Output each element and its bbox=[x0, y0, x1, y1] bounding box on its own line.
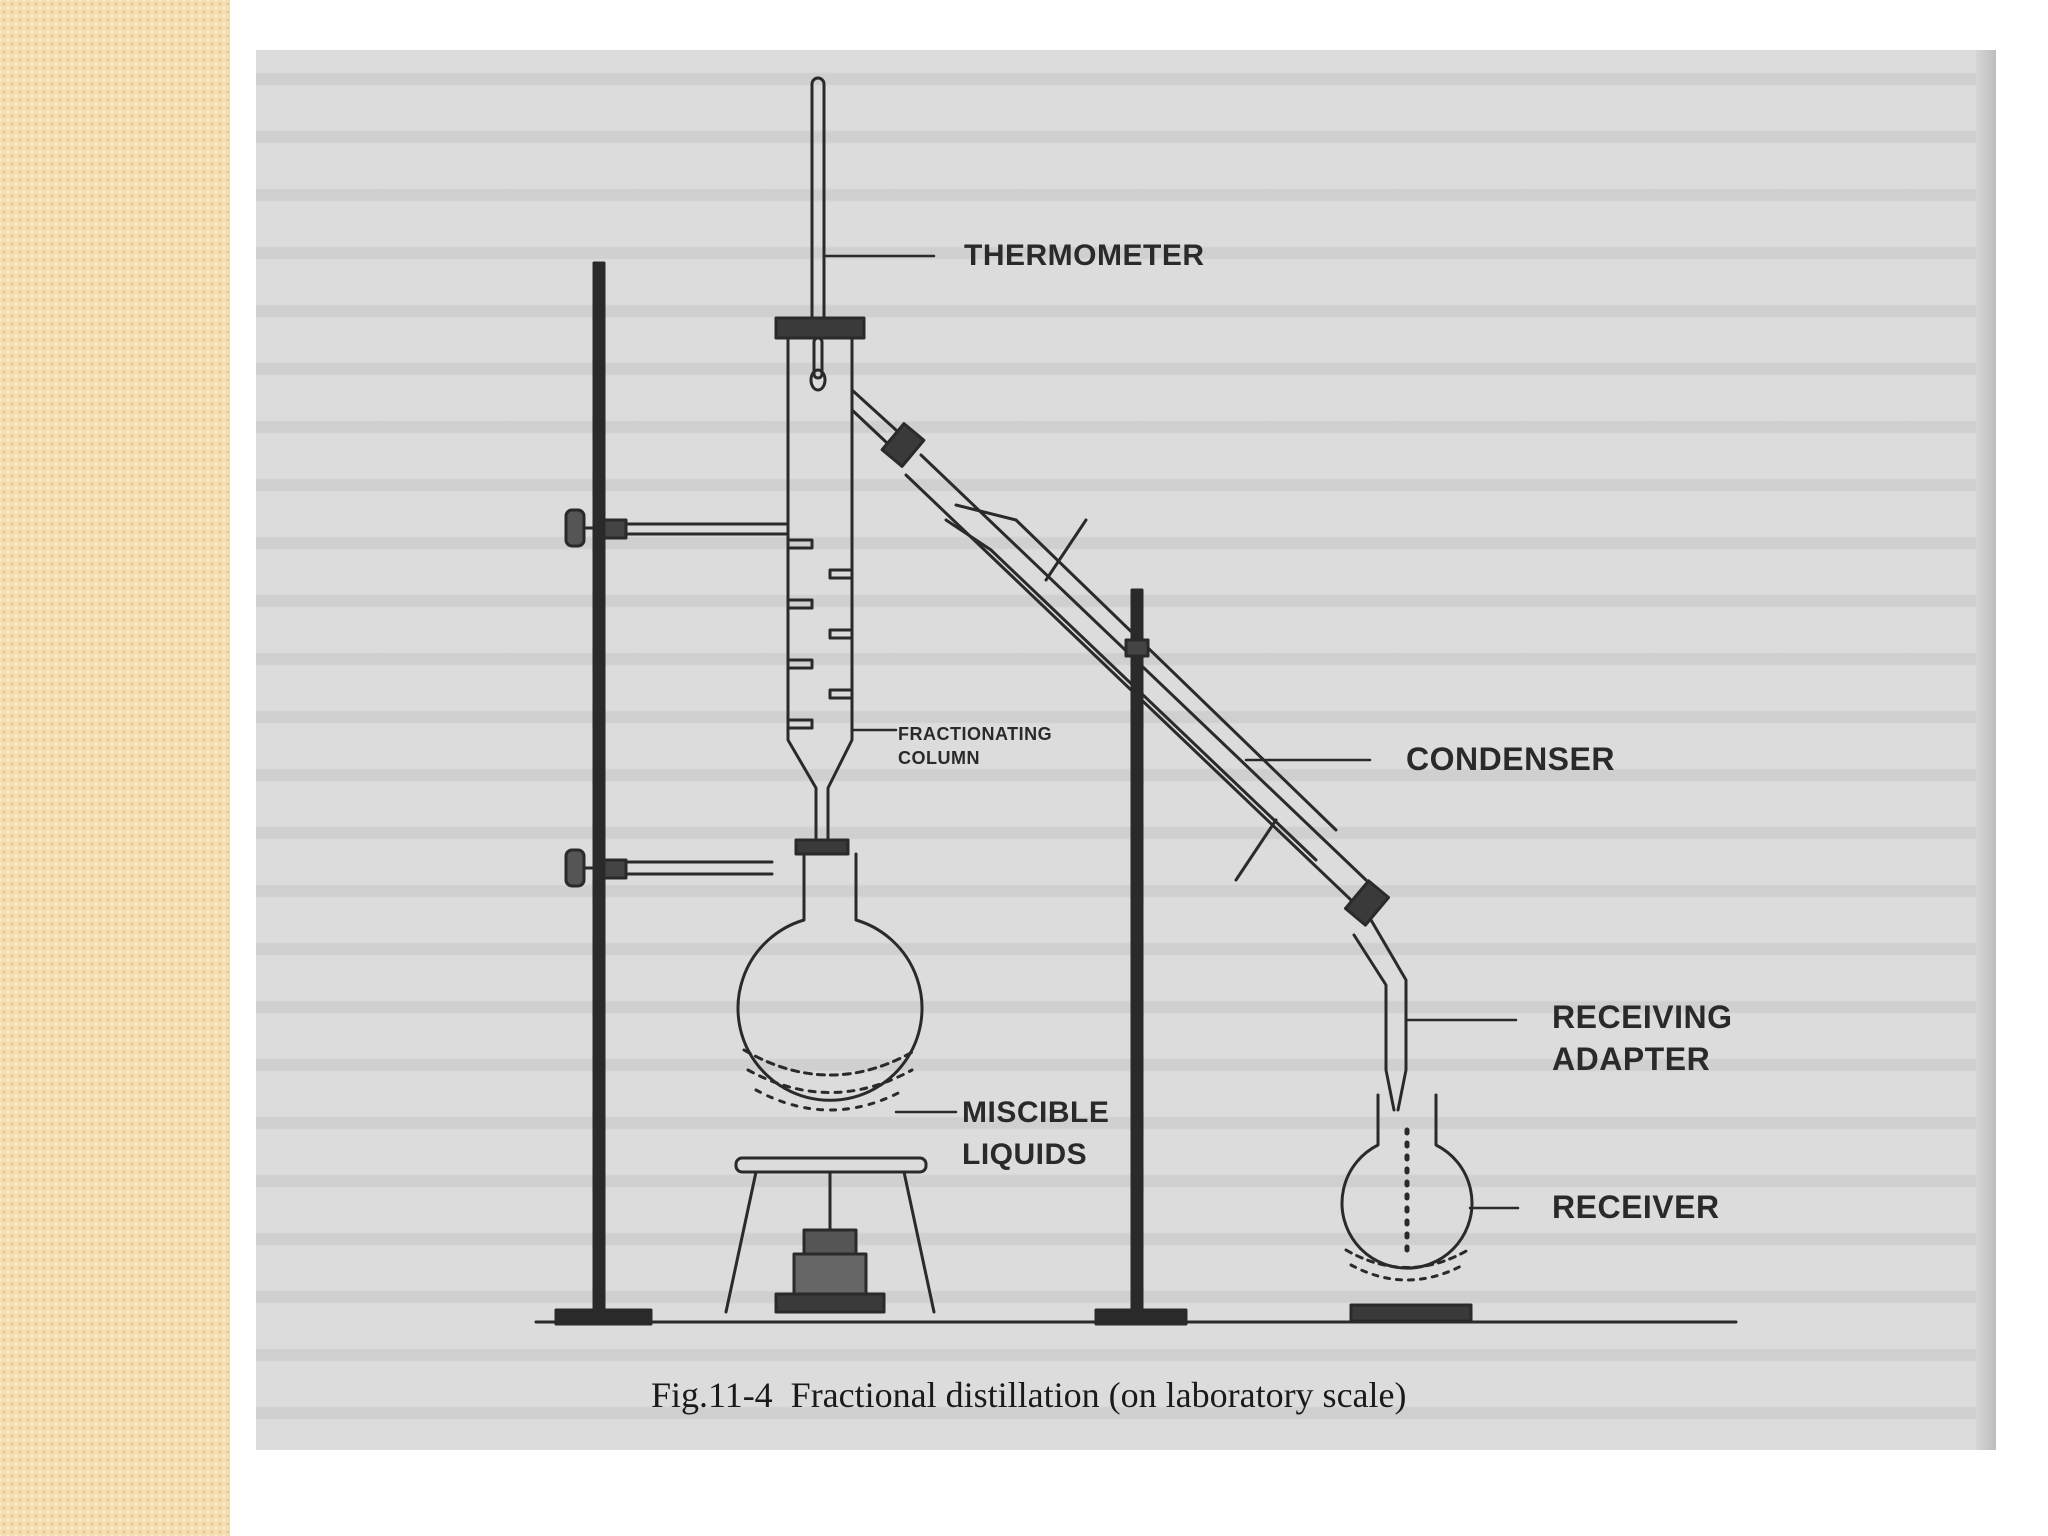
right-retort-stand bbox=[1094, 588, 1188, 1326]
decorative-sidebar bbox=[0, 0, 230, 1536]
label-fractionating-column-line1: FRACTIONATING bbox=[898, 724, 1052, 744]
label-receiver: RECEIVER bbox=[1552, 1189, 1720, 1225]
label-thermometer: THERMOMETER bbox=[964, 239, 1205, 272]
label-fractionating-column-line2: COLUMN bbox=[898, 748, 980, 768]
faded-background-text bbox=[256, 50, 1996, 1450]
thermometer bbox=[809, 76, 827, 392]
receiver-flask bbox=[1340, 1093, 1474, 1323]
page-edge-shadow bbox=[1976, 50, 1996, 1450]
scanned-figure: THERMOMETER FRACTIONATING COLUMN CONDENS… bbox=[256, 50, 1996, 1450]
figure-caption: Fig.11-4 Fractional distillation (on lab… bbox=[651, 1375, 1407, 1415]
label-receiving-adapter-line1: RECEIVING bbox=[1552, 999, 1733, 1035]
receiving-adapter bbox=[1343, 879, 1408, 1112]
condenser bbox=[904, 453, 1368, 902]
side-arm bbox=[850, 388, 926, 468]
fractional-distillation-diagram: THERMOMETER FRACTIONATING COLUMN CONDENS… bbox=[534, 76, 1738, 1415]
label-condenser: CONDENSER bbox=[1406, 741, 1615, 777]
lower-clamp bbox=[564, 848, 774, 888]
leader-lines bbox=[822, 254, 1520, 1210]
distilling-flask bbox=[736, 852, 924, 1112]
fractionating-column bbox=[774, 316, 866, 856]
label-miscible-liquids-line1: MISCIBLE bbox=[962, 1096, 1109, 1129]
left-retort-stand bbox=[554, 261, 653, 1326]
tripod-and-burner bbox=[724, 1156, 936, 1314]
label-receiving-adapter-line2: ADAPTER bbox=[1552, 1041, 1710, 1077]
upper-clamp bbox=[564, 508, 788, 548]
label-miscible-liquids-line2: LIQUIDS bbox=[962, 1138, 1087, 1171]
